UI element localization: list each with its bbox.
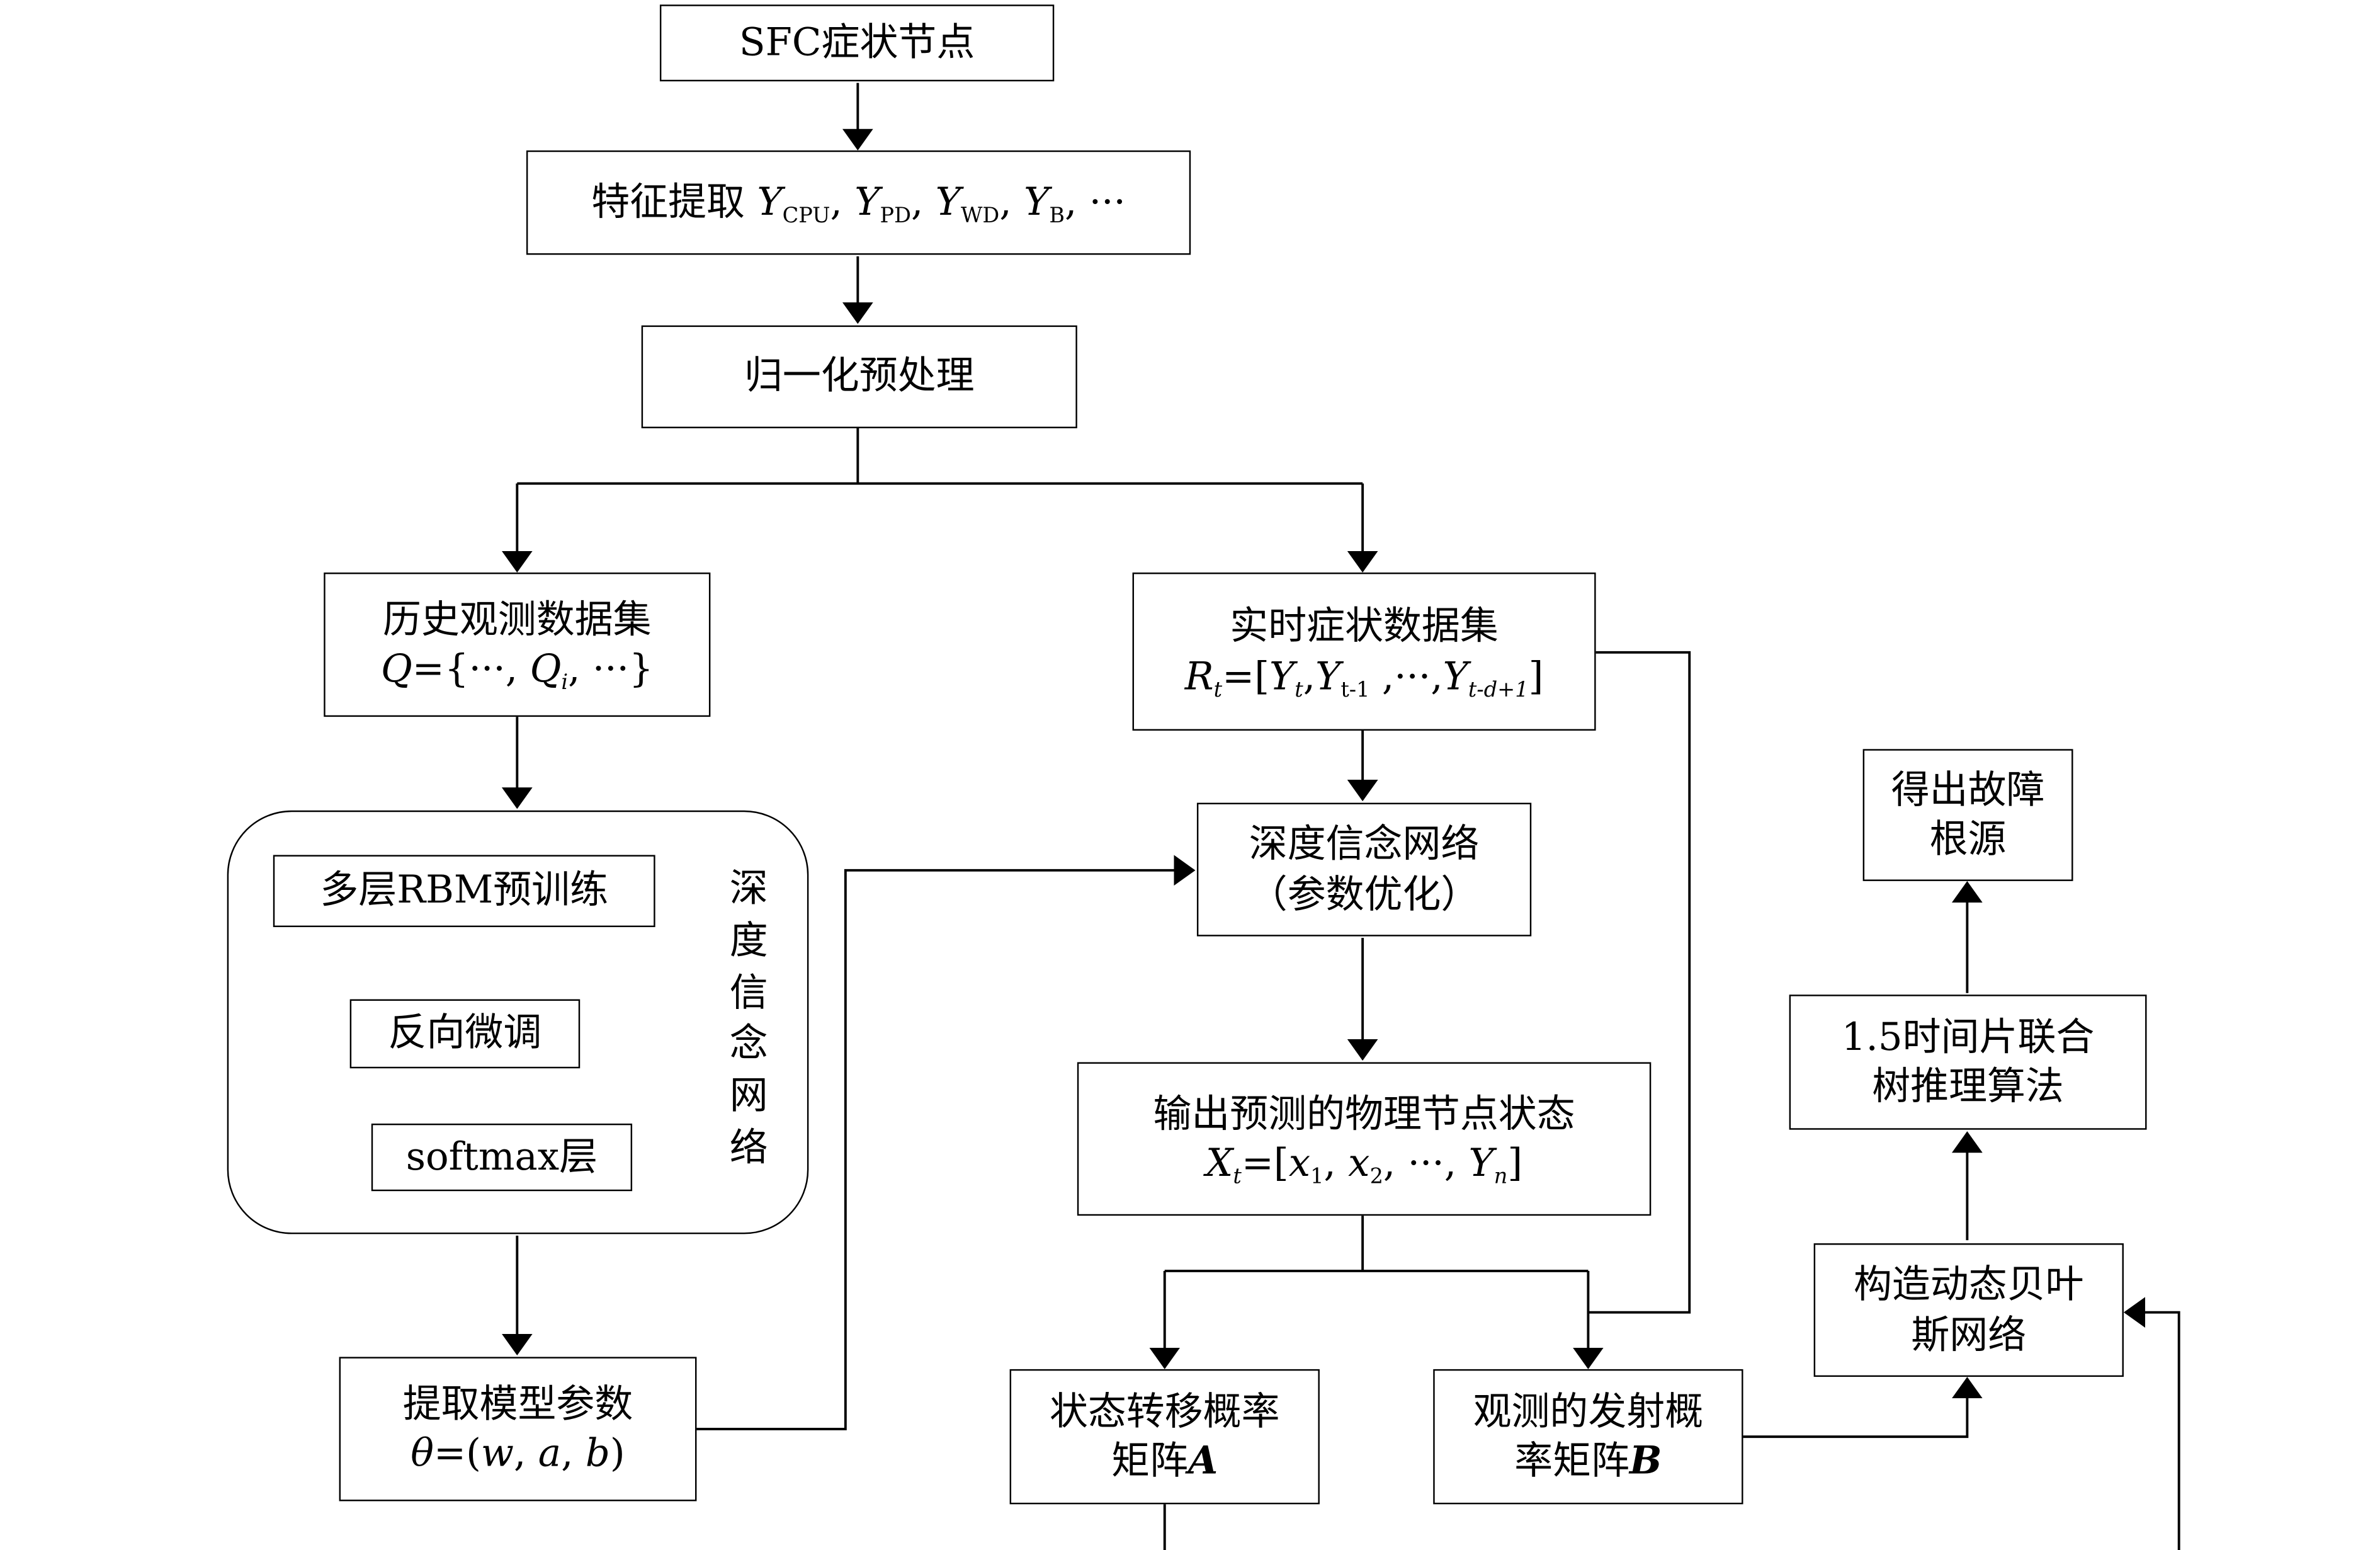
feature-extraction-node: 特征提取 YCPU, YPD, YWD, YB, ··· (526, 150, 1191, 255)
extract-params-title: 提取模型参数 (402, 1381, 633, 1425)
dbn-side-char-4: 念 (729, 1021, 768, 1066)
history-dataset-formula: Q={···, Qi, ···} (380, 646, 654, 695)
junction-tree-title: 1.5时间片联合 (1841, 1013, 2095, 1059)
line-output-split (1164, 1216, 1589, 1272)
backprop-finetune-node: 反向微调 (349, 999, 581, 1069)
dynamic-bayes-net-title: 构造动态贝叶 (1853, 1262, 2084, 1306)
junction-tree-inference-node: 1.5时间片联合 树推理算法 (1789, 994, 2147, 1130)
feature-var-b: YB (1024, 179, 1065, 229)
history-dataset-title: 历史观测数据集 (383, 596, 652, 641)
normalization-label: 归一化预处理 (744, 353, 975, 398)
softmax-layer-label: softmax层 (405, 1134, 598, 1179)
junction-tree-subtitle: 树推理算法 (1872, 1063, 2064, 1108)
feature-extraction-formula: 特征提取 YCPU, YPD, YWD, YB, ··· (591, 179, 1126, 229)
emission-matrix-subtitle: 率矩阵B (1514, 1438, 1662, 1483)
physical-node-state-formula: Xt=[x1, x2, ···, Yn] (1205, 1140, 1523, 1190)
dynamic-bayes-net-node: 构造动态贝叶 斯网络 (1813, 1243, 2124, 1377)
dbn-side-char-1: 深 (729, 865, 768, 911)
feature-extraction-ellipsis: ··· (1089, 179, 1126, 224)
fault-root-node: 得出故障 根源 (1862, 749, 2073, 881)
normalization-node: 归一化预处理 (641, 325, 1077, 428)
realtime-dataset-title: 实时症状数据集 (1230, 603, 1499, 648)
physical-node-state-title: 输出预测的物理节点状态 (1153, 1090, 1575, 1136)
backprop-finetune-label: 反向微调 (388, 1010, 542, 1055)
rbm-pretrain-label: 多层RBM预训练 (320, 867, 609, 913)
sfc-symptom-node: SFC症状节点 (659, 4, 1055, 82)
feature-var-wd: YWD (935, 179, 1000, 229)
dbn-optimization-subtitle: （参数优化） (1249, 871, 1480, 916)
physical-node-state-output: 输出预测的物理节点状态 Xt=[x1, x2, ···, Yn] (1077, 1062, 1652, 1216)
fault-root-subtitle: 根源 (1929, 816, 2007, 862)
sfc-symptom-label: SFC症状节点 (739, 20, 975, 64)
transition-matrix-title: 状态转移概率 (1049, 1388, 1280, 1433)
rbm-pretrain-node: 多层RBM预训练 (273, 855, 655, 928)
arrow-transition-to-dbn-build (1163, 1297, 2180, 1550)
arrow-realtime-to-emission (1588, 651, 1691, 1314)
dbn-side-char-3: 信 (729, 969, 768, 1014)
extract-params-formula: θ=(w, a, b) (411, 1430, 625, 1476)
line-normalize-split (517, 428, 1363, 485)
emission-matrix-symbol: B (1629, 1438, 1662, 1483)
dbn-optimization-node: 深度信念网络 （参数优化） (1196, 802, 1532, 937)
realtime-dataset-formula: Rt=[Yt,Yt-1 ,···,Yt-d+1] (1184, 652, 1544, 702)
transition-matrix-symbol: A (1188, 1438, 1218, 1483)
emission-matrix-title: 观测的发射概 (1473, 1388, 1704, 1433)
dbn-optimization-title: 深度信念网络 (1249, 821, 1480, 866)
dbn-side-char-2: 度 (729, 917, 768, 962)
arrow-extract-params-to-dbn-opt (696, 855, 1196, 1430)
softmax-layer-node: softmax层 (371, 1123, 633, 1192)
dbn-side-char-6: 络 (729, 1124, 768, 1170)
realtime-dataset-node: 实时症状数据集 Rt=[Yt,Yt-1 ,···,Yt-d+1] (1132, 573, 1596, 731)
feature-extraction-label: 特征提取 (591, 179, 745, 224)
feature-var-pd: YPD (854, 179, 911, 229)
fault-root-title: 得出故障 (1891, 766, 2045, 812)
dbn-side-label: 深 度 信 念 网 络 (721, 863, 776, 1174)
extract-params-node: 提取模型参数 θ=(w, a, b) (339, 1357, 697, 1502)
history-dataset-node: 历史观测数据集 Q={···, Qi, ···} (324, 573, 711, 717)
emission-matrix-node: 观测的发射概 率矩阵B (1433, 1369, 1743, 1505)
dynamic-bayes-net-subtitle: 斯网络 (1911, 1311, 2027, 1357)
feature-var-cpu: YCPU (757, 179, 830, 229)
dbn-side-char-5: 网 (729, 1073, 768, 1118)
transition-matrix-subtitle: 矩阵A (1111, 1438, 1218, 1483)
arrow-emission-to-dbn-build (1743, 1377, 1983, 1439)
transition-matrix-node: 状态转移概率 矩阵A (1009, 1369, 1320, 1505)
